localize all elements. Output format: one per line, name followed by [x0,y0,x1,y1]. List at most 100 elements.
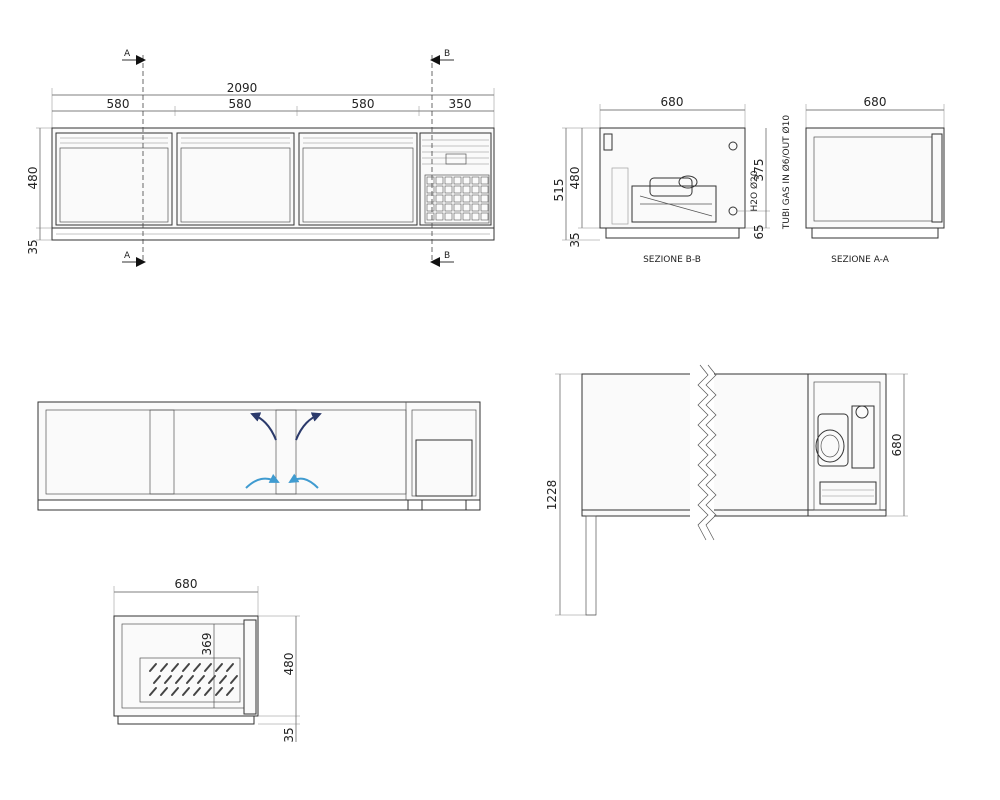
section-bb-base [605,227,740,239]
section-marker-a-top: A [122,49,146,65]
grille-cell [435,185,444,194]
dim-front-height: 480 [26,167,40,190]
dim-bb-pipe-offset: 65 [752,224,766,239]
caption-section-bb: SEZIONE B-B [643,255,701,265]
svg-text:B: B [444,49,450,59]
hinge-bracket [603,133,613,151]
shelf-slot [193,663,201,672]
grille-cell [471,185,480,194]
plan-grid-shelf [139,657,241,703]
shelf-slot [182,687,190,696]
grille-cell [444,185,453,194]
grille-cell [453,176,462,185]
svg-text:B: B [444,251,450,261]
section-bb-view: 680 515 480 35 375 65 H2O Ø20 [552,95,792,265]
compressor-compartment [419,132,492,226]
grille-cell [480,176,489,185]
foot-right [465,499,481,511]
grille-cell [444,212,453,221]
grille-cell [435,212,444,221]
foot-left [407,499,423,511]
dim-bb-width: 680 [661,95,684,109]
side-view-leg [585,515,597,616]
shelf-slot [149,663,157,672]
grille-cell [444,194,453,203]
door-3 [298,132,418,226]
airflow-out-left-arrow [250,412,277,441]
shelf-slot [171,663,179,672]
shelf-slot [182,663,190,672]
break-line-left [697,364,709,541]
grille-cell [426,185,435,194]
grille-cell [426,176,435,185]
airflow-in-left-arrow [245,473,280,489]
grille-cell [462,194,471,203]
section-aa-door-frame [931,133,943,223]
door-2 [176,132,295,226]
dim-segment-2: 580 [229,97,252,111]
airflow-out-right-arrow [295,412,322,441]
condenser-coil [611,167,629,225]
control-panel-display [445,153,467,165]
dim-plan-height: 480 [282,653,296,676]
shelf-slot [160,663,168,672]
plan-door-profile [243,619,257,715]
grille-cell [480,185,489,194]
shelf-slot [186,675,194,684]
shelf-slot [160,687,168,696]
grille-cell [453,194,462,203]
ventilation-grille [424,174,490,224]
plan-shelf-slots [149,663,238,696]
dim-bb-total-height: 515 [552,179,566,202]
section-aa-base [811,227,939,239]
grille-cell [435,194,444,203]
dim-total-width: 2090 [227,81,258,95]
grille-cell [426,203,435,212]
grille-cell [462,203,471,212]
grille-cell [444,203,453,212]
svg-text:A: A [124,251,131,261]
interior-top-view [37,401,481,511]
grille-cell [435,176,444,185]
side-compressor-bay [813,381,881,511]
grille-cell [480,212,489,221]
door-1 [55,132,173,226]
pipe-connection-upper [728,141,738,151]
caption-section-aa: SEZIONE A-A [831,255,890,265]
shelf-slot [215,687,223,696]
grille-cell [426,212,435,221]
grille-cell [462,185,471,194]
dim-plan-base: 35 [282,727,296,742]
grille-cell [444,176,453,185]
grille-cell [462,212,471,221]
shelf-slot [153,675,161,684]
airflow-in-right-arrow [288,473,319,489]
grille-cell [435,203,444,212]
dim-bb-base: 35 [568,232,582,247]
grille-cell [426,194,435,203]
grille-cell [471,212,480,221]
section-marker-b-top: B [430,49,454,65]
dim-bb-pipe-height: 375 [752,159,766,182]
dim-segment-1: 580 [107,97,130,111]
section-marker-a-bottom: A [122,251,146,267]
shelf-slot [197,675,205,684]
label-gas-pipes: TUBI GAS IN Ø6/OUT Ø10 [781,115,792,230]
compressor-bay-hatched [415,439,473,497]
cabinet-base [51,227,495,241]
shelf-slot [204,687,212,696]
grille-cell [471,176,480,185]
evaporator-unit [275,409,297,495]
section-aa-body [805,127,945,229]
dim-plan-width: 680 [175,577,198,591]
svg-text:A: A [124,49,131,59]
dim-aa-width: 680 [864,95,887,109]
shelf-slot [215,663,223,672]
shelf-slot [149,687,157,696]
shelf-slot [171,687,179,696]
grille-cell [471,203,480,212]
shelf-slot [226,663,234,672]
dim-front-base: 35 [26,239,40,254]
grille-cell [480,194,489,203]
